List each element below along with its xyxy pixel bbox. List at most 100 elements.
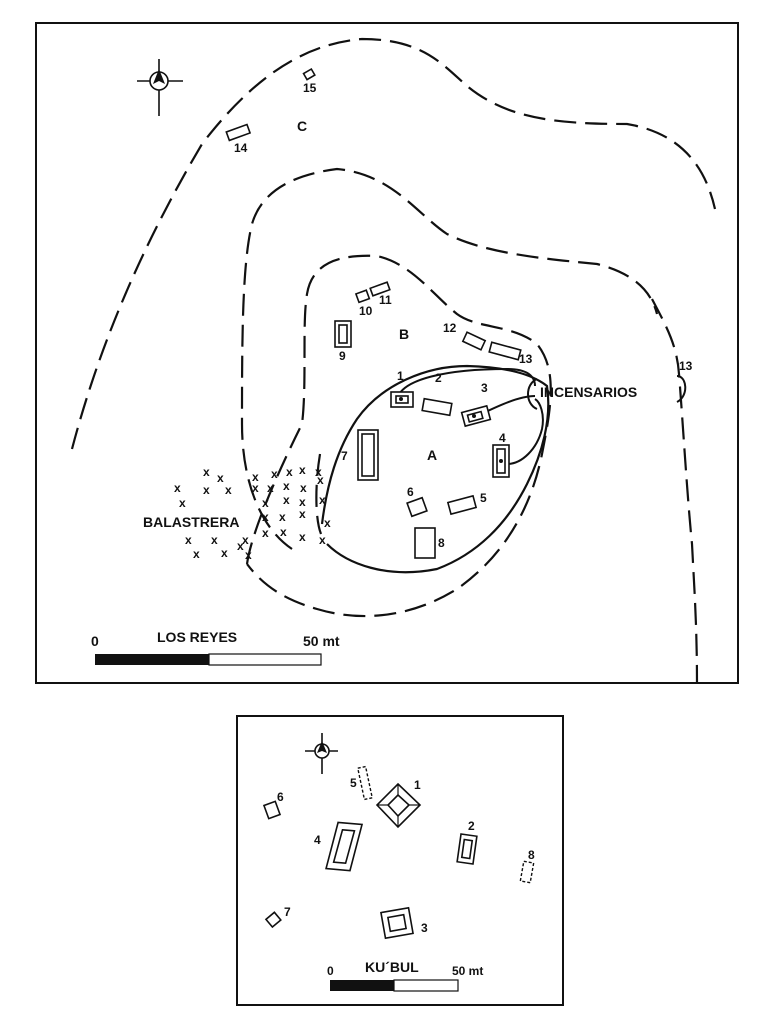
kubul-scale-end: 50 mt [452, 964, 483, 978]
svg-text:x: x [203, 483, 210, 497]
structure-2 [421, 397, 453, 417]
svg-text:x: x [315, 465, 322, 479]
svg-text:x: x [319, 533, 326, 547]
label-structure-9: 9 [339, 349, 346, 363]
svg-text:x: x [252, 470, 259, 484]
svg-text:x: x [203, 465, 210, 479]
label-structure-14: 14 [234, 141, 248, 155]
contour-a-inner [315, 453, 323, 535]
svg-text:x: x [271, 467, 278, 481]
structure-13 [488, 341, 522, 361]
label-structure-3: 3 [481, 381, 488, 395]
svg-text:x: x [283, 479, 290, 493]
kubul-scale-start: 0 [327, 964, 334, 978]
los-reyes-title: LOS REYES [157, 629, 237, 645]
svg-text:x: x [299, 530, 306, 544]
contour-13-label: 13 [679, 359, 693, 373]
label-structure-8: 8 [438, 536, 445, 550]
leader-4 [506, 398, 544, 465]
label-structure-4: 4 [314, 833, 321, 847]
svg-text:x: x [262, 496, 269, 510]
label-structure-3: 3 [421, 921, 428, 935]
structure-3 [380, 906, 414, 940]
svg-text:x: x [185, 533, 192, 547]
svg-text:x: x [319, 493, 326, 507]
label-structure-5: 5 [350, 776, 357, 790]
structure-10 [354, 289, 371, 304]
svg-text:x: x [193, 547, 200, 561]
label-structure-2: 2 [435, 371, 442, 385]
structure-5 [446, 494, 478, 516]
kubul-svg: 1 2 3 4 5 6 7 8 0 KU´BUL 50 mt [262, 733, 535, 992]
svg-text:x: x [299, 495, 306, 509]
structure-8 [519, 860, 535, 884]
svg-text:x: x [262, 510, 269, 524]
svg-text:x: x [267, 481, 274, 495]
svg-text:x: x [211, 533, 218, 547]
svg-text:x: x [217, 471, 224, 485]
zone-a-label: A [427, 447, 437, 463]
label-structure-4: 4 [499, 431, 506, 445]
label-structure-13: 13 [519, 352, 533, 366]
north-arrow-icon [305, 733, 338, 774]
structure-12 [461, 331, 487, 351]
svg-text:x: x [179, 496, 186, 510]
structure-8 [414, 527, 436, 559]
contour-13-notch [676, 375, 687, 403]
svg-text:x: x [252, 481, 259, 495]
svg-text:x: x [237, 539, 244, 553]
svg-text:x: x [245, 548, 252, 562]
label-structure-7: 7 [341, 449, 348, 463]
label-structure-6: 6 [407, 485, 414, 499]
svg-text:x: x [221, 546, 228, 560]
structure-2 [456, 833, 478, 865]
label-structure-1: 1 [414, 778, 421, 792]
structure-7 [264, 911, 282, 929]
label-structure-2: 2 [468, 819, 475, 833]
leader-1 [396, 367, 536, 400]
label-structure-12: 12 [443, 321, 457, 335]
contour-a [320, 364, 550, 574]
north-arrow-icon [137, 59, 183, 116]
svg-text:x: x [286, 465, 293, 479]
svg-text:x: x [324, 516, 331, 530]
svg-text:x: x [283, 493, 290, 507]
label-structure-10: 10 [359, 304, 373, 318]
label-structure-1: 1 [397, 369, 404, 383]
los-reyes-scale-start: 0 [91, 633, 99, 649]
svg-text:x: x [299, 507, 306, 521]
structure-15 [302, 67, 316, 81]
structure-6 [262, 800, 282, 820]
structure-6 [406, 496, 428, 518]
structure-1 [375, 782, 422, 829]
contour-b [245, 254, 552, 618]
svg-text:x: x [317, 473, 324, 487]
svg-text:x: x [242, 533, 249, 547]
label-structure-11: 11 [379, 293, 392, 307]
svg-text:x: x [174, 481, 181, 495]
los-reyes-scale-end: 50 mt [303, 633, 340, 649]
kubul-scale-bar [330, 979, 459, 992]
contour-c-right [651, 298, 699, 685]
balastrera-label: BALASTRERA [143, 514, 239, 530]
structure-11 [369, 281, 391, 297]
svg-text:x: x [262, 526, 269, 540]
zone-c-label: C [297, 118, 307, 134]
svg-text:x: x [299, 463, 306, 477]
incensarios-label: INCENSARIOS [540, 384, 637, 400]
structure-14 [225, 123, 252, 142]
kubul-map: 1 2 3 4 5 6 7 8 0 KU´BUL 50 mt [236, 715, 564, 1006]
structure-4 [325, 821, 364, 872]
contour-b-outer [240, 167, 659, 550]
zone-b-label: B [399, 326, 409, 342]
svg-text:x: x [280, 525, 287, 539]
svg-text:x: x [225, 483, 232, 497]
svg-text:x: x [300, 481, 307, 495]
los-reyes-scale-bar [95, 653, 322, 666]
kubul-title: KU´BUL [365, 959, 419, 975]
label-structure-7: 7 [284, 905, 291, 919]
label-structure-6: 6 [277, 790, 284, 804]
